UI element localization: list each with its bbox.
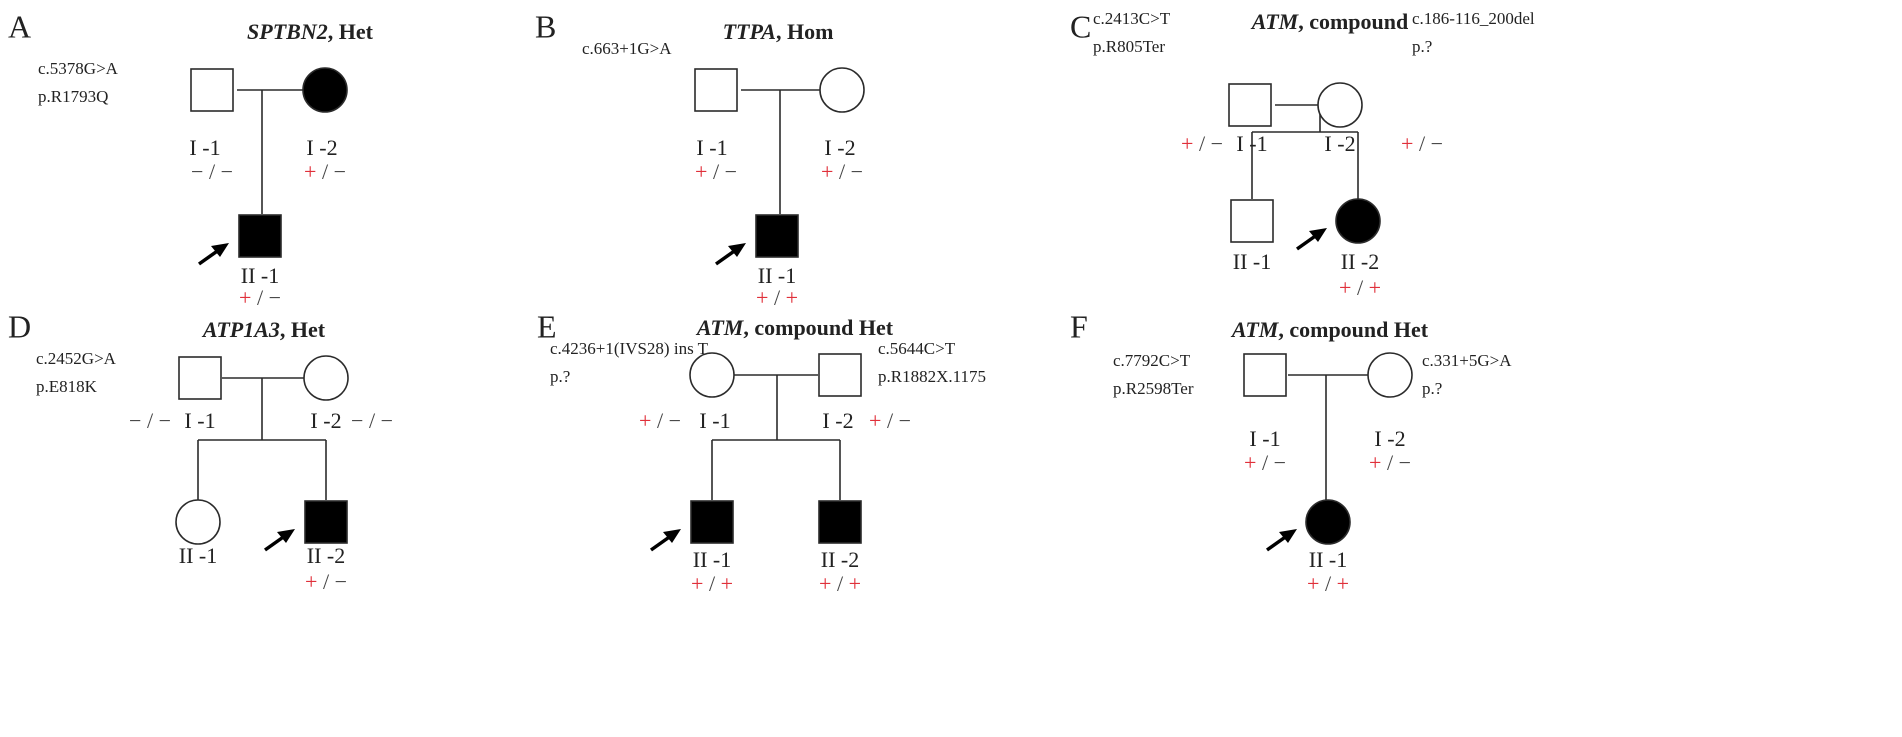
panel-d-id-i-1: I -1 (184, 408, 215, 433)
panel-c-male-i-1 (1228, 83, 1272, 127)
panel-a-id-i-2: I -2 (306, 135, 337, 160)
panel-f-female-i-2 (1367, 352, 1413, 398)
panel-b-genotype-i-1: + / − (695, 159, 737, 184)
panel-a-id-ii-1: II -1 (241, 263, 279, 288)
panel-d-female-i-2 (303, 355, 349, 401)
panel-f-id-i-1: I -1 (1249, 426, 1280, 451)
panel-f-genotype-ii-1: + / + (1307, 571, 1349, 596)
panel-c-variant-right-2: p.? (1412, 37, 1432, 56)
panel-d-female-ii-1 (175, 499, 221, 545)
panel-d-title: ATP1A3, Het (201, 317, 326, 342)
panel-e-proband-arrow (649, 529, 681, 552)
panel-c-genotype-ii-2: + / + (1339, 275, 1381, 300)
panel-c-title: ATM, compound (1250, 9, 1409, 34)
panel-a-genotype-ii-1: + / − (239, 285, 281, 310)
panel-f-genotype-i-2: + / − (1369, 450, 1411, 475)
panel-b-male-ii-1 (755, 214, 799, 258)
panel-c-male-ii-1 (1230, 199, 1274, 243)
panel-e-male-ii-1 (690, 500, 734, 544)
panel-c-genotype-i-1: + / − (1181, 131, 1223, 156)
panel-b-genotype-i-2: + / − (821, 159, 863, 184)
panel-e-letter: E (537, 308, 557, 344)
panel-d-id-ii-1: II -1 (179, 543, 217, 568)
panel-d-male-i-1 (178, 356, 222, 400)
panel-b-id-ii-1: II -1 (758, 263, 796, 288)
panel-e-id-i-2: I -2 (822, 408, 853, 433)
panel-b-genotype-ii-1: + / + (756, 285, 798, 310)
panel-d-letter: D (8, 308, 31, 344)
panel-d-male-ii-2 (304, 500, 348, 544)
panel-a-letter: A (8, 8, 31, 44)
panel-d-genotype-i-1: − / − (129, 408, 171, 433)
panel-c-female-ii-2 (1335, 198, 1381, 244)
panel-d-proband-arrow (263, 529, 295, 552)
panel-b-letter: B (535, 8, 556, 44)
panel-c-variant-right-1: c.186-116_200del (1412, 9, 1535, 28)
panel-c-female-i-2 (1317, 82, 1363, 128)
panel-a-title: SPTBN2, Het (247, 19, 374, 44)
panel-d-genotype-ii-2: + / − (305, 569, 347, 594)
panel-a-female-i-2 (302, 67, 348, 113)
panel-e-genotype-ii-1: + / + (691, 571, 733, 596)
panel-a-id-i-1: I -1 (189, 135, 220, 160)
panel-f-id-ii-1: II -1 (1309, 547, 1347, 572)
panel-f-variant-right-2: p.? (1422, 379, 1442, 398)
panel-e-variant-right-2: p.R1882X.1175 (878, 367, 986, 386)
panel-e-variant-left-2: p.? (550, 367, 570, 386)
panel-c-proband-arrow (1295, 228, 1327, 251)
panel-e-variant-right-1: c.5644C>T (878, 339, 956, 358)
panel-b-female-i-2 (819, 67, 865, 113)
panel-a-male-ii-1 (238, 214, 282, 258)
panel-d-id-i-2: I -2 (310, 408, 341, 433)
panel-c-variant-left-1: c.2413C>T (1093, 9, 1171, 28)
panel-d-variant-left-1: c.2452G>A (36, 349, 117, 368)
panel-f-id-i-2: I -2 (1374, 426, 1405, 451)
panel-c-genotype-i-2: + / − (1401, 131, 1443, 156)
panel-c-variant-left-2: p.R805Ter (1093, 37, 1165, 56)
panel-e-male-ii-2 (818, 500, 862, 544)
panel-f-letter: F (1070, 308, 1088, 344)
panel-e-male-i-2 (818, 353, 862, 397)
panel-f-female-ii-1 (1305, 499, 1351, 545)
panel-f-variant-left-2: p.R2598Ter (1113, 379, 1194, 398)
panel-c-letter: C (1070, 8, 1091, 44)
panel-e-variant-left-1: c.4236+1(IVS28) ins T (550, 339, 709, 358)
panel-d-id-ii-2: II -2 (307, 543, 345, 568)
panel-f-genotype-i-1: + / − (1244, 450, 1286, 475)
panel-a-genotype-i-1: − / − (191, 159, 233, 184)
panel-b-variant-left-1: c.663+1G>A (582, 39, 672, 58)
panel-a-variant-left-1: c.5378G>A (38, 59, 119, 78)
panel-f-variant-left-1: c.7792C>T (1113, 351, 1191, 370)
panel-e-title: ATM, compound Het (695, 315, 894, 340)
panel-a-proband-arrow (197, 243, 229, 266)
panel-c-id-ii-1: II -1 (1233, 249, 1271, 274)
panel-e-id-ii-2: II -2 (821, 547, 859, 572)
panel-e-genotype-i-1: + / − (639, 408, 681, 433)
panel-d-variant-left-2: p.E818K (36, 377, 98, 396)
panel-a-genotype-i-2: + / − (304, 159, 346, 184)
panel-f-proband-arrow (1265, 529, 1297, 552)
panel-b-title: TTPA, Hom (723, 19, 834, 44)
panel-b-proband-arrow (714, 243, 746, 266)
panel-f-title: ATM, compound Het (1230, 317, 1429, 342)
panel-d-genotype-i-2: − / − (351, 408, 393, 433)
panel-b-id-i-1: I -1 (696, 135, 727, 160)
panel-c-id-i-2: I -2 (1324, 131, 1355, 156)
panel-e-genotype-i-2: + / − (869, 408, 911, 433)
panel-b-id-i-2: I -2 (824, 135, 855, 160)
panel-e-id-ii-1: II -1 (693, 547, 731, 572)
panel-e-genotype-ii-2: + / + (819, 571, 861, 596)
panel-c-id-ii-2: II -2 (1341, 249, 1379, 274)
panel-e-id-i-1: I -1 (699, 408, 730, 433)
panel-a-variant-left-2: p.R1793Q (38, 87, 108, 106)
panel-b-male-i-1 (694, 68, 738, 112)
panel-a-male-i-1 (190, 68, 234, 112)
panel-c-id-i-1: I -1 (1236, 131, 1267, 156)
panel-f-variant-right-1: c.331+5G>A (1422, 351, 1512, 370)
panel-e-female-i-1 (689, 352, 735, 398)
panel-f-male-i-1 (1243, 353, 1287, 397)
